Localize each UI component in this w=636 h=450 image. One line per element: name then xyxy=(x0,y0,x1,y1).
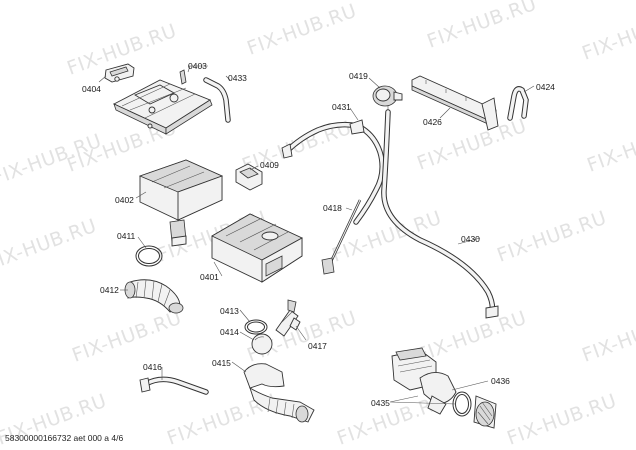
label-0402: 0402 xyxy=(115,195,134,205)
part-0431-hose xyxy=(281,119,385,225)
part-0417-valve xyxy=(275,299,301,337)
label-0431: 0431 xyxy=(332,102,351,112)
watermark-text: FIX-HUB.RU xyxy=(414,307,529,367)
watermark-text: FIX-HUB.RU xyxy=(494,207,609,267)
label-0417: 0417 xyxy=(308,341,327,351)
part-filter xyxy=(473,395,497,429)
watermark-text: FIX-HUB.RU xyxy=(244,0,359,60)
label-0416: 0416 xyxy=(143,362,162,372)
part-0433-tube xyxy=(203,77,231,123)
label-0414: 0414 xyxy=(220,327,239,337)
label-0404: 0404 xyxy=(82,84,101,94)
watermark-text: FIX-HUB.RU xyxy=(329,207,444,267)
part-0436-pump xyxy=(391,347,457,415)
part-0412-bellows xyxy=(124,279,184,314)
label-0433: 0433 xyxy=(228,73,247,83)
callout-labels: 0403 0404 0433 0419 0431 0426 0424 0409 … xyxy=(82,61,555,408)
label-0403: 0403 xyxy=(188,61,207,71)
part-0414-ball xyxy=(251,333,273,355)
part-0415-sump xyxy=(243,363,315,423)
part-0418-rod xyxy=(321,199,362,275)
label-0401: 0401 xyxy=(200,272,219,282)
label-0424: 0424 xyxy=(536,82,555,92)
part-0403-cover xyxy=(112,69,213,135)
watermark-text: FIX-HUB.RU xyxy=(579,5,636,65)
part-0426-bracket xyxy=(411,75,499,131)
watermark-text: FIX-HUB.RU xyxy=(0,215,100,275)
label-0430: 0430 xyxy=(461,234,480,244)
watermark-text: FIX-HUB.RU xyxy=(504,390,619,450)
part-0419-pressure-switch xyxy=(372,85,403,120)
watermark-text: FIX-HUB.RU xyxy=(424,0,539,53)
part-0402-drawer-housing xyxy=(138,159,224,247)
part-0416-hose xyxy=(139,376,209,395)
label-0418: 0418 xyxy=(323,203,342,213)
part-0413-ring xyxy=(244,319,268,335)
watermark-text: FIX-HUB.RU xyxy=(584,117,636,177)
label-0415: 0415 xyxy=(212,358,231,368)
leader-lines xyxy=(98,65,535,405)
part-0401-drawer xyxy=(211,213,303,283)
label-0413: 0413 xyxy=(220,306,239,316)
part-0409-clip xyxy=(235,163,263,191)
label-0419: 0419 xyxy=(349,71,368,81)
label-0411: 0411 xyxy=(117,231,136,241)
part-0424-hook xyxy=(507,86,529,121)
watermark-text: FIX-HUB.RU xyxy=(69,307,184,367)
label-0435: 0435 xyxy=(371,398,390,408)
label-0412: 0412 xyxy=(100,285,119,295)
watermark-text: FIX-HUB.RU xyxy=(579,307,636,367)
part-0430-hose xyxy=(381,109,499,319)
label-0409: 0409 xyxy=(260,160,279,170)
part-0411-ring xyxy=(135,245,163,267)
label-0436: 0436 xyxy=(491,376,510,386)
label-0426: 0426 xyxy=(423,117,442,127)
part-0404-clip xyxy=(104,63,135,83)
document-footer-code: 58300000166732 aet 000 a 4/6 xyxy=(5,433,124,443)
